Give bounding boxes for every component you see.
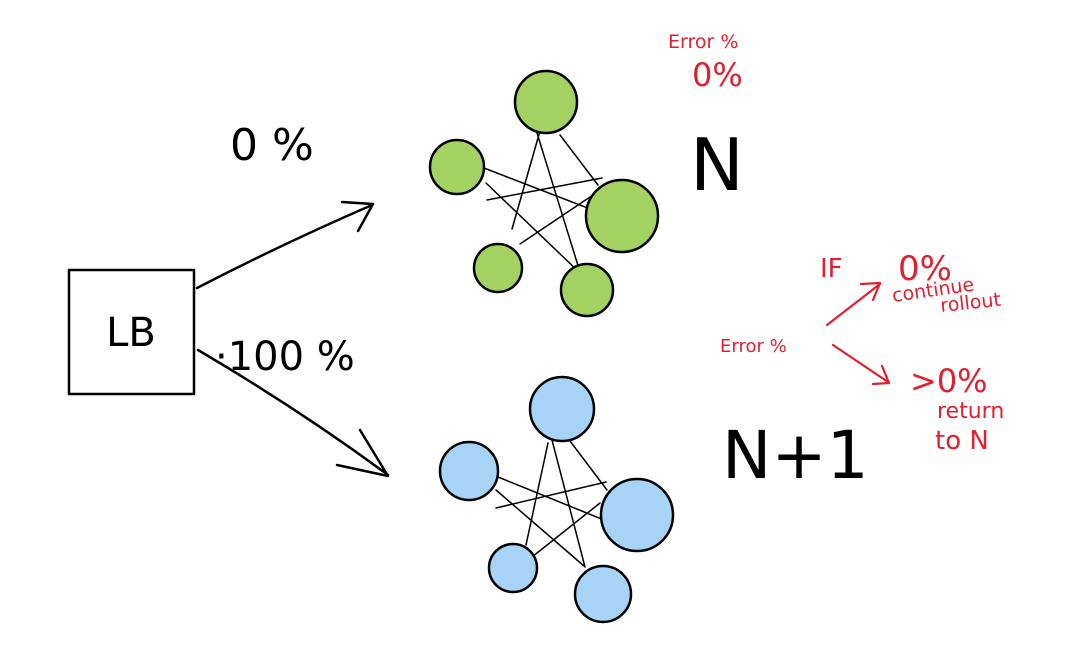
cluster-n-node bbox=[428, 138, 486, 196]
cluster-n-label: N bbox=[690, 123, 744, 207]
decision-source-label: Error % bbox=[720, 336, 787, 357]
cluster-n1-node bbox=[438, 440, 500, 502]
decision-tree: Error % IF 0% continue rollout >0% retur… bbox=[720, 249, 1004, 456]
cluster-n-error-value: 0% bbox=[692, 56, 743, 94]
cluster-n-node bbox=[584, 178, 660, 254]
route-n-percent: 0 % bbox=[230, 120, 314, 171]
decision-failure-action-1: return bbox=[937, 399, 1004, 424]
load-balancer: LB bbox=[67, 268, 196, 396]
route-n1-percent: ·100 % bbox=[215, 334, 355, 380]
decision-failure-action-2: to N bbox=[935, 426, 989, 456]
cluster-n-nodes bbox=[428, 69, 660, 318]
cluster-n-error-title: Error % bbox=[668, 31, 738, 53]
load-balancer-box bbox=[67, 268, 196, 396]
decision-success-arrow bbox=[825, 281, 882, 327]
load-balancer-label: LB bbox=[106, 310, 156, 356]
arrow-to-cluster-n1 bbox=[196, 348, 390, 478]
cluster-n-node bbox=[559, 262, 615, 318]
cluster-n1 bbox=[438, 375, 675, 624]
cluster-n-links bbox=[483, 130, 603, 275]
cluster-n1-node bbox=[599, 477, 675, 553]
cluster-n1-nodes bbox=[438, 375, 675, 624]
cluster-n-node bbox=[513, 69, 579, 135]
decision-failure-condition: >0% bbox=[910, 362, 988, 400]
cluster-n1-label: N+1 bbox=[722, 417, 869, 494]
decision-success-condition: 0% bbox=[898, 249, 952, 289]
cluster-n1-node bbox=[528, 375, 596, 443]
decision-failure-arrow bbox=[831, 343, 891, 386]
cluster-n1-links bbox=[492, 439, 608, 568]
cluster-n1-node bbox=[487, 542, 539, 594]
arrow-to-cluster-n bbox=[195, 200, 375, 290]
decision-if-label: IF bbox=[820, 254, 843, 284]
cluster-n bbox=[428, 69, 660, 318]
cluster-n-node bbox=[472, 242, 524, 294]
cluster-n1-node bbox=[573, 564, 633, 624]
